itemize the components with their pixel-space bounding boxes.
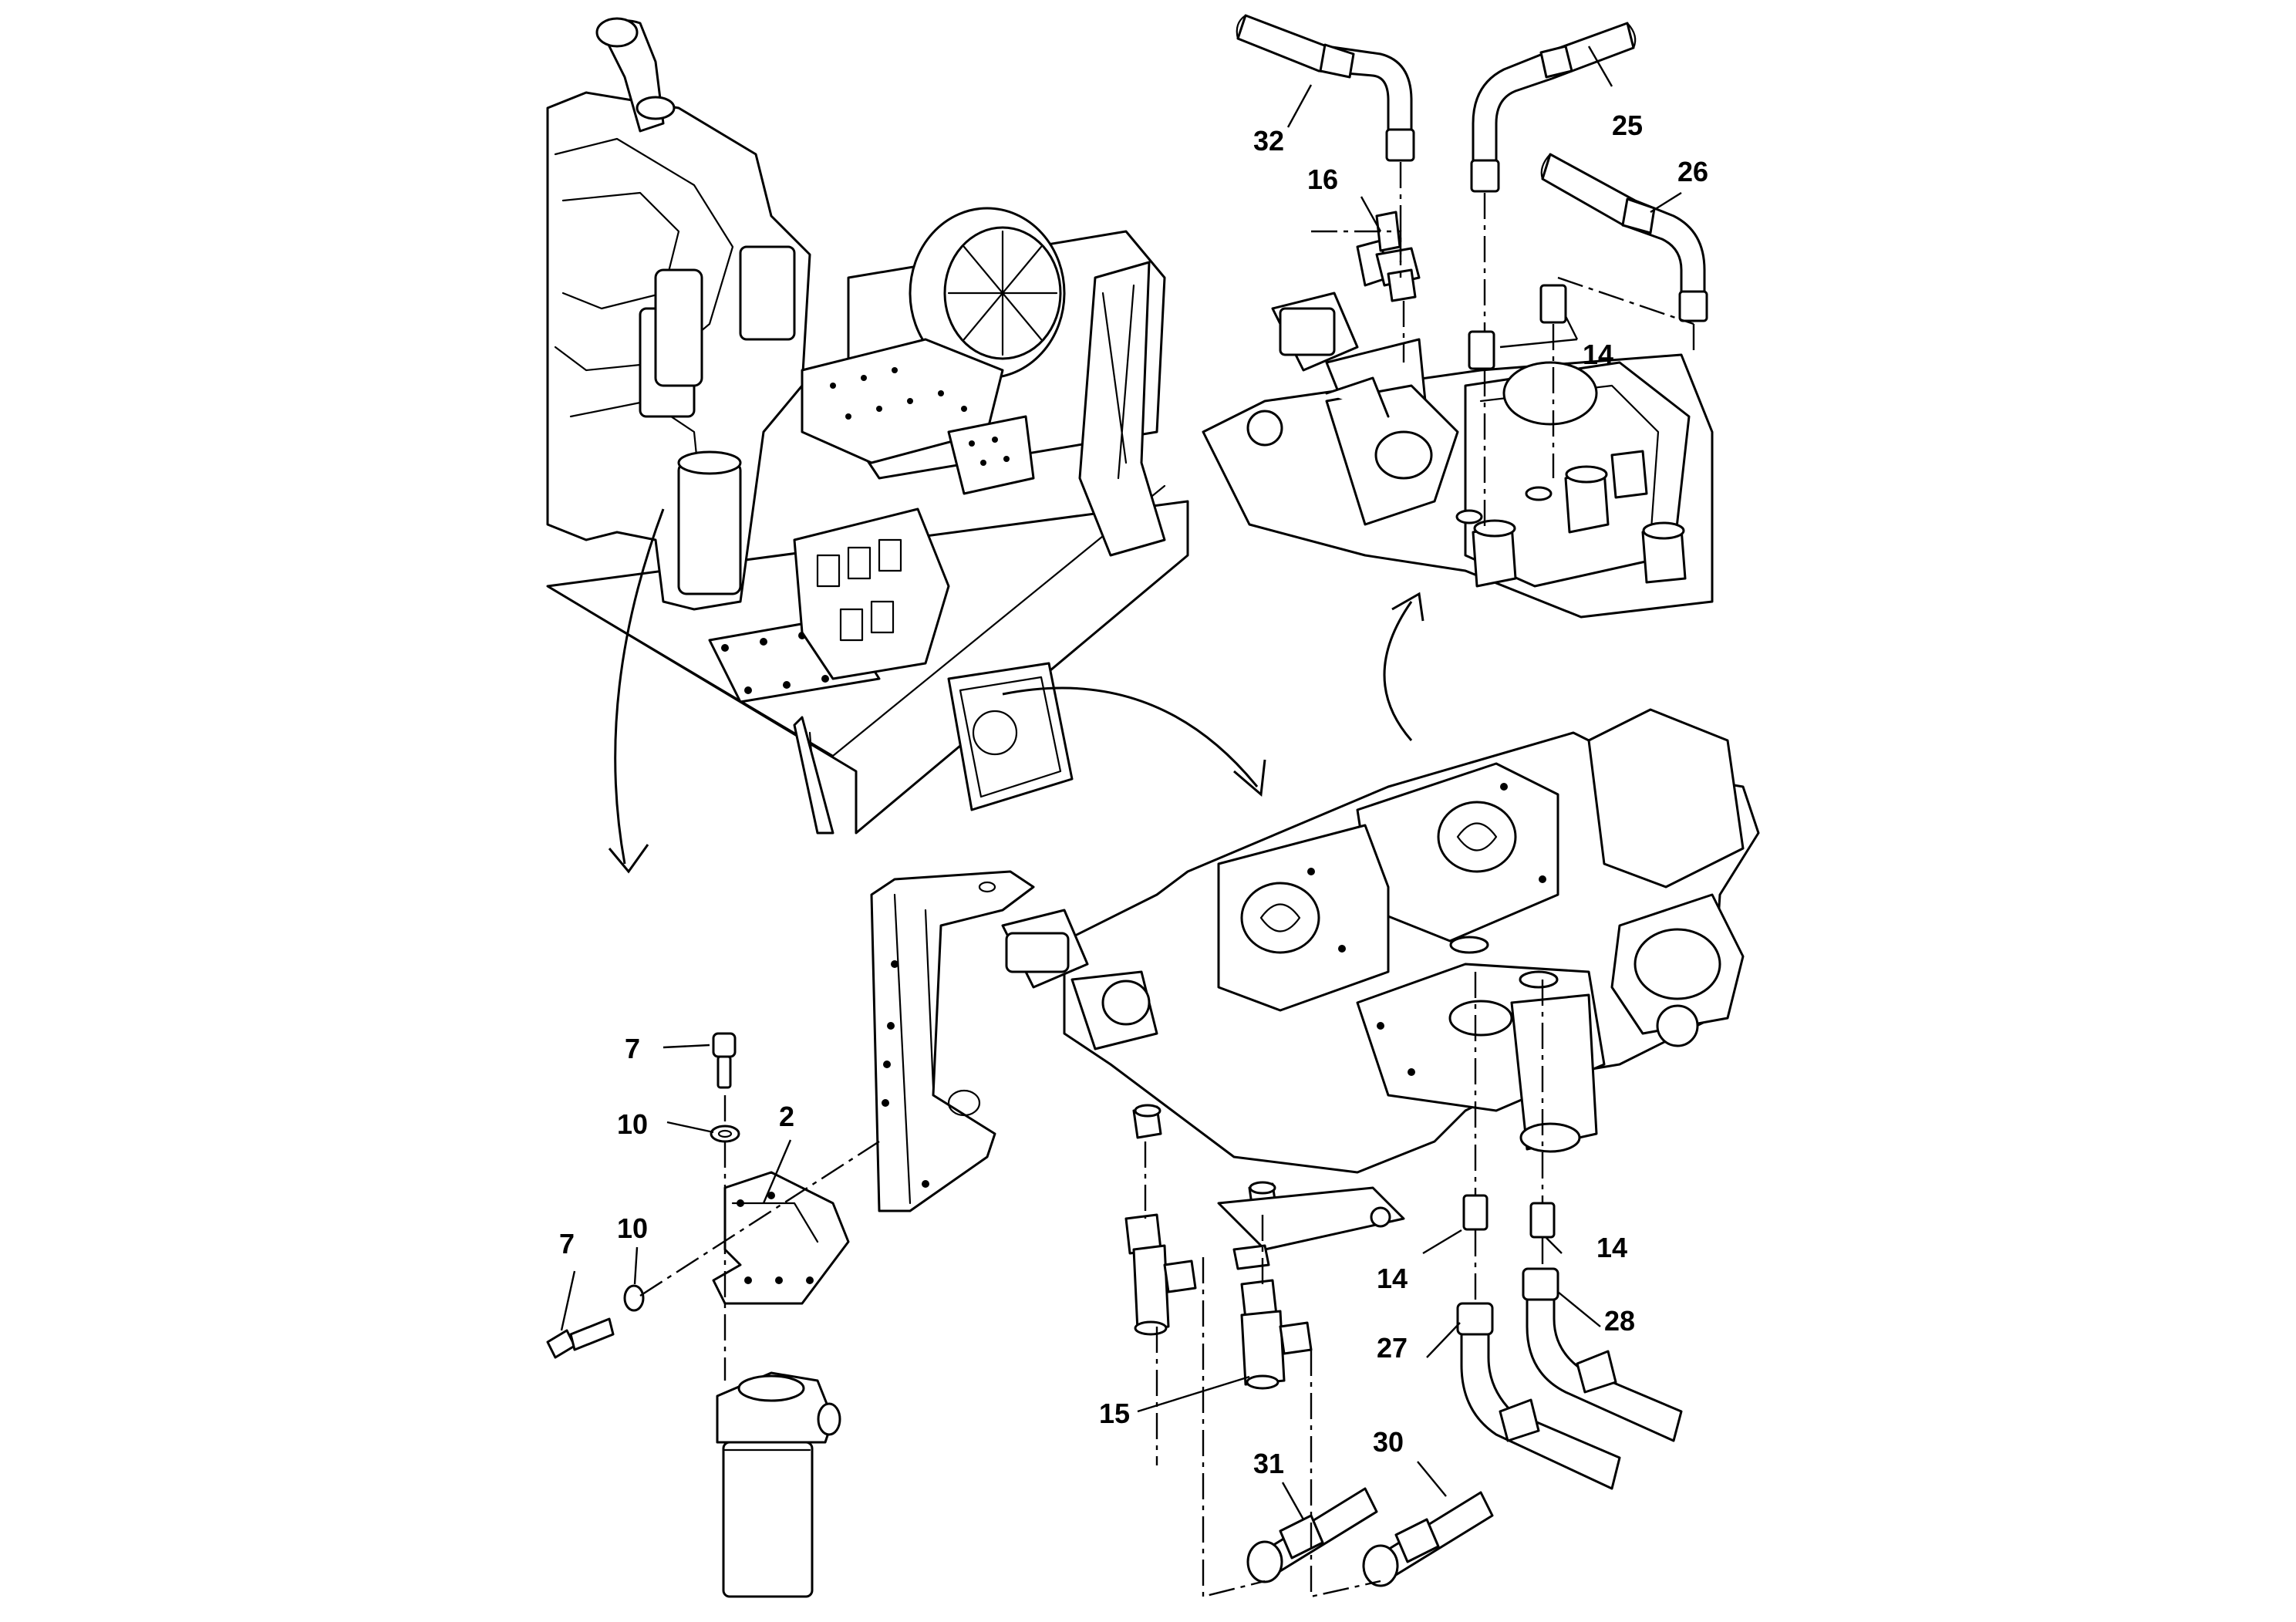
manifold-fittings [1455,450,1687,588]
callout-14-mid-right: 14 [1596,1232,1627,1263]
adapter-14-top-b [1539,284,1567,324]
manifold-detail-top [1202,14,1714,619]
arrow-head-filter [608,844,649,874]
callout-15: 15 [1099,1398,1130,1429]
callout-2: 2 [779,1101,794,1132]
callout-10-upper: 10 [617,1108,648,1140]
callout-14-top: 14 [1583,339,1613,370]
adapter-14-mid-a [1462,1194,1489,1231]
hose-25 [1470,22,1637,193]
callout-labels: 32 25 16 26 14 7 10 2 10 7 14 14 27 28 1… [559,110,1708,1479]
bolt-7-lower [546,1317,615,1359]
filter-unit [716,1371,841,1598]
hose-32 [1236,14,1415,162]
washer-10-upper [710,1125,740,1143]
arrow-to-pump [1002,686,1259,787]
arrow-to-detail [1383,601,1413,741]
leader-lines [560,46,1682,1520]
filter-bracket-assembly [546,870,1035,1598]
hose-31 [1246,1487,1378,1583]
callout-31: 31 [1253,1448,1284,1479]
callout-10-lower: 10 [617,1212,648,1244]
view-direction-arrows [608,508,1424,874]
pump-assembly [1001,708,1760,1270]
hose-30 [1362,1491,1494,1587]
hose-26 [1540,153,1708,322]
adapter-14-top-a [1468,330,1495,370]
callout-28: 28 [1604,1305,1635,1337]
callout-7-upper: 7 [625,1033,640,1064]
engine-bay-overview [546,17,1189,835]
callout-26: 26 [1677,156,1708,187]
hose-27 [1456,1302,1621,1490]
callout-32: 32 [1253,125,1284,157]
hose-28 [1522,1267,1683,1442]
callout-7-lower: 7 [559,1228,575,1259]
tee-fitting-15b [1240,1279,1313,1390]
lower-hose-fittings [1124,972,1683,1598]
tee-fitting-16 [1356,211,1421,302]
adapter-14-mid-b [1529,1202,1556,1239]
bolt-7-upper [712,1032,737,1089]
arrow-to-filter [614,508,665,865]
callout-14-mid-left: 14 [1377,1263,1408,1294]
arrow-head-pump [1233,759,1266,797]
callout-16: 16 [1307,164,1338,195]
callout-27: 27 [1377,1332,1408,1364]
callout-30: 30 [1373,1426,1404,1458]
tee-fitting-15 [1124,1213,1197,1336]
callout-25: 25 [1612,110,1643,141]
washer-10-lower [623,1284,645,1312]
arrow-head-detail [1391,592,1424,622]
